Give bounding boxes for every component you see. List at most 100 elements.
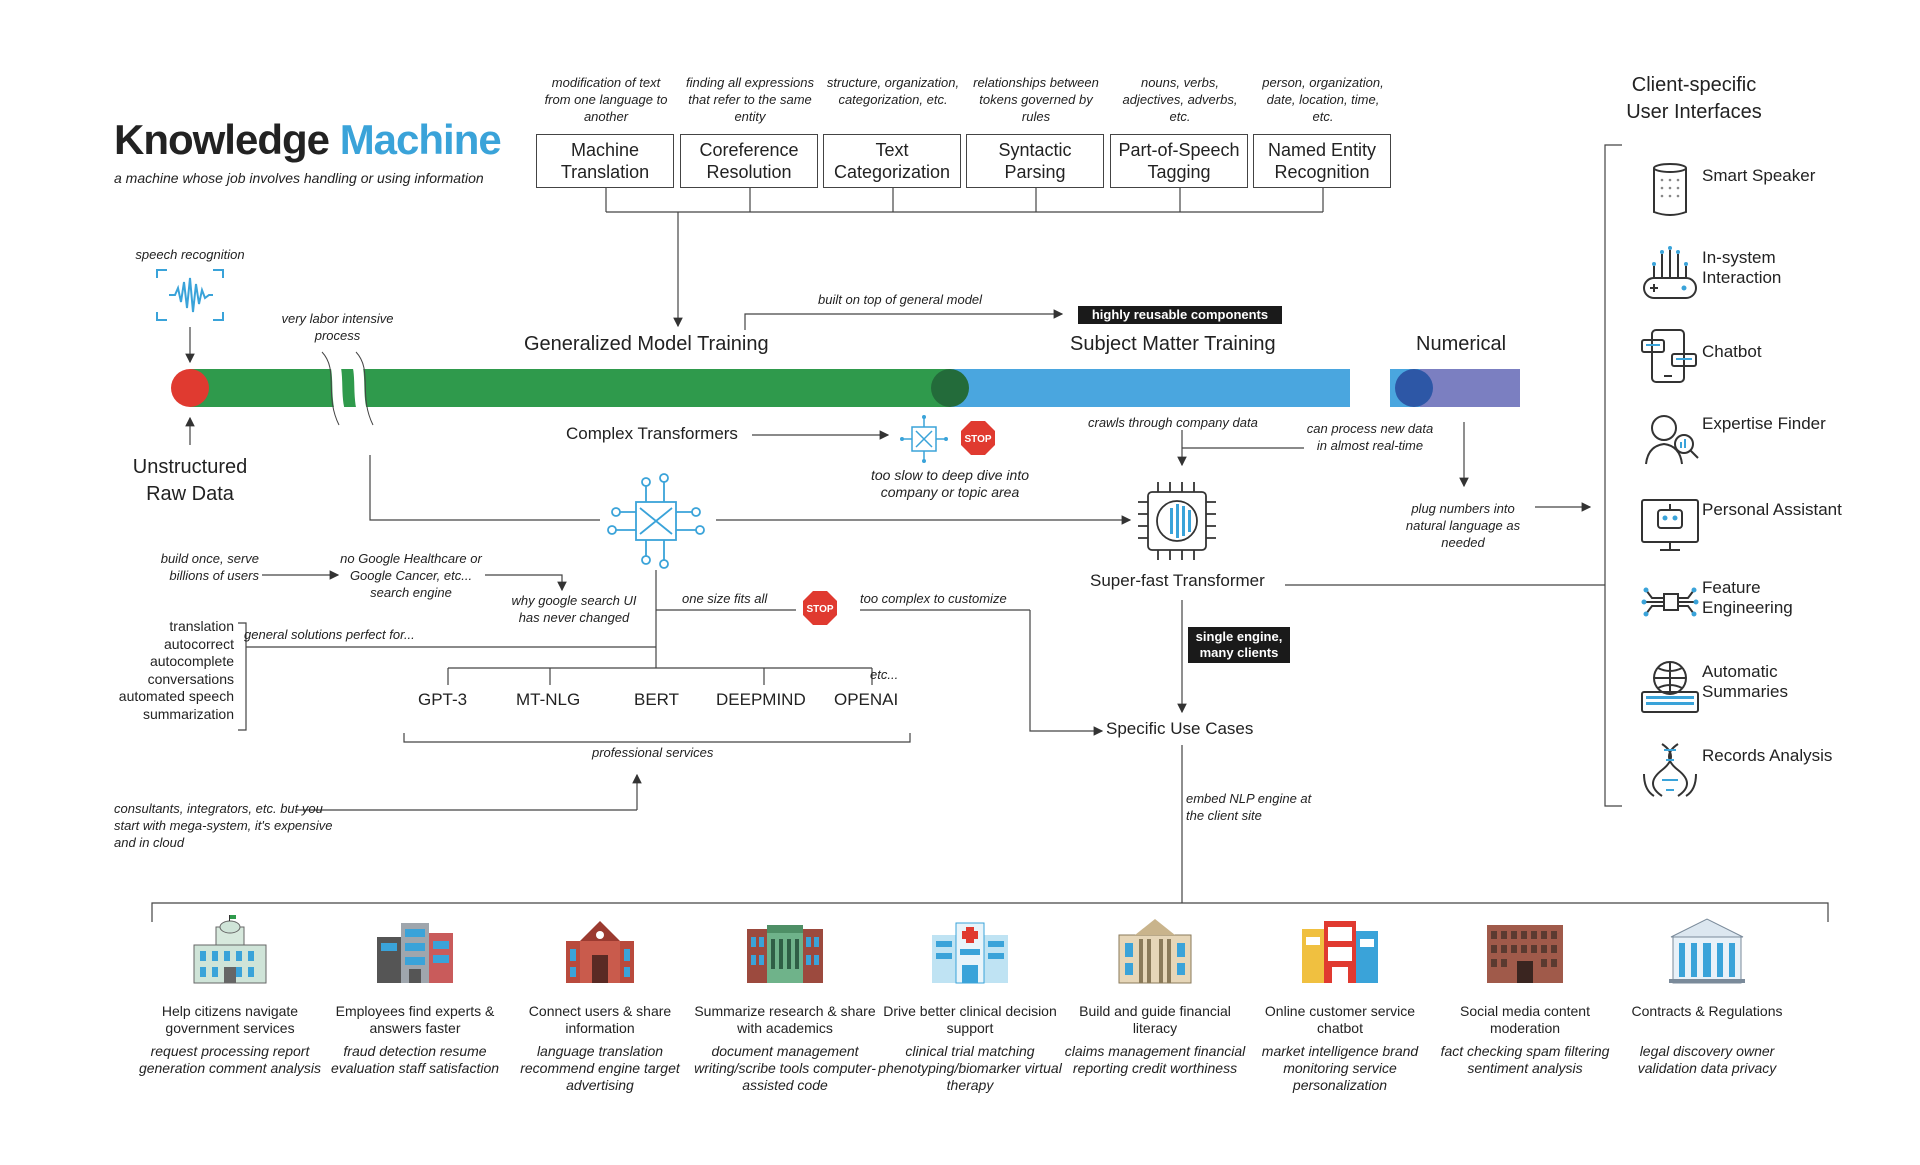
robot-icon: [1641, 499, 1699, 551]
subject-training-label: Subject Matter Training: [1070, 333, 1276, 355]
ui-item-summaries: Automatic Summaries: [1640, 652, 1900, 722]
page-subtitle: a machine whose job involves handling or…: [114, 170, 484, 186]
reusable-tag: highly reusable components: [1078, 306, 1282, 324]
one-size-label: one size fits all: [682, 591, 768, 606]
stop-text: STOP: [806, 604, 833, 615]
professional-label: professional services: [592, 745, 714, 760]
task-box-pos-tagging: Part-of-Speech Tagging: [1110, 134, 1248, 188]
ui-item-label: Automatic Summaries: [1702, 662, 1788, 701]
task-label: Machine Translation: [560, 140, 650, 182]
ui-item-records: Records Analysis: [1640, 736, 1900, 806]
use-item: automated speech: [118, 688, 234, 704]
realtime-label: can process new data in almost real-time: [1306, 421, 1434, 453]
stop-sign-icon: STOP: [803, 591, 837, 625]
model-gpt3: GPT-3: [418, 690, 468, 709]
use-case-items: request processing report generation com…: [138, 1043, 322, 1076]
build-once-label: build once, serve billions of users: [160, 551, 259, 583]
etc-label: etc...: [870, 667, 899, 682]
labor-label: very labor intensive process: [281, 311, 394, 343]
gamepad-icon: [1643, 246, 1697, 299]
office-building-icon: [377, 923, 453, 983]
task-label: Text Categorization: [833, 140, 951, 182]
ui-item-assistant: Personal Assistant: [1640, 490, 1900, 560]
use-case-items: clinical trial matching phenotyping/biom…: [878, 1043, 1062, 1093]
dna-icon: [1643, 743, 1697, 797]
use-item: conversations: [147, 670, 234, 687]
use-item: autocorrect: [163, 635, 234, 652]
hospital-building-icon: [932, 922, 1008, 984]
use-case-items: fraud detection resume evaluation staff …: [330, 1043, 500, 1076]
ui-item-smart-speaker: Smart Speaker: [1640, 156, 1900, 226]
expertise-icon: [1645, 415, 1699, 465]
task-desc-3: relationships between tokens governed by…: [973, 75, 1099, 124]
plug-label: plug numbers into natural language as ne…: [1405, 501, 1521, 550]
too-complex-label: too complex to customize: [860, 591, 1007, 606]
use-case-items: fact checking spam filtering sentiment a…: [1440, 1043, 1610, 1076]
use-case-items: language translation recommend engine ta…: [520, 1043, 680, 1093]
use-item: summarization: [142, 705, 234, 722]
use-case-title: Build and guide financial literacy: [1079, 1003, 1231, 1036]
use-case-title: Summarize research & share with academic…: [694, 1003, 876, 1036]
task-label: Part-of-Speech Tagging: [1118, 140, 1240, 182]
use-case-title: Help citizens navigate government servic…: [161, 1003, 299, 1036]
task-box-text-categorization: Text Categorization: [823, 134, 961, 188]
client-ui-title: Client-specific User Interfaces: [1626, 74, 1762, 123]
model-deepmind: DEEPMIND: [716, 690, 806, 709]
ui-item-expertise: Expertise Finder: [1640, 404, 1900, 474]
waveform-icon: [156, 269, 224, 321]
ui-item-feature: Feature Engineering: [1640, 568, 1900, 638]
too-slow-label: too slow to deep dive into company or to…: [871, 467, 1029, 500]
ui-item-label: Feature Engineering: [1702, 578, 1793, 617]
ui-item-label: Personal Assistant: [1702, 500, 1842, 519]
ui-item-label: Chatbot: [1702, 342, 1762, 361]
ui-item-chatbot: Chatbot: [1640, 322, 1900, 392]
central-chip-icon: [607, 473, 705, 569]
use-case-title: Social media content moderation: [1460, 1003, 1590, 1036]
ui-item-label: Smart Speaker: [1702, 166, 1816, 185]
use-case-items: document management writing/scribe tools…: [694, 1043, 876, 1093]
complex-label: Complex Transformers: [566, 424, 738, 443]
smart-speaker-icon: [1653, 163, 1687, 216]
no-google-label: no Google Healthcare or Google Cancer, e…: [340, 551, 482, 600]
model-mtnlg: MT-NLG: [516, 690, 581, 709]
title-part2: Machine: [339, 116, 502, 163]
task-label: Syntactic Parsing: [998, 140, 1072, 182]
use-case-title: Drive better clinical decision support: [883, 1003, 1057, 1036]
crawls-label: crawls through company data: [1088, 415, 1258, 430]
task-label: Coreference Resolution: [699, 140, 799, 182]
single-engine-tag: single engine, many clients: [1188, 627, 1290, 663]
specific-use-label: Specific Use Cases: [1106, 719, 1254, 738]
task-label: Named Entity Recognition: [1267, 140, 1377, 182]
raw-data-label: Unstructured Raw Data: [132, 456, 248, 505]
task-box-machine-translation: Machine Translation: [536, 134, 674, 188]
chatbot-icon: [1641, 329, 1697, 383]
page-title: Knowledge Machine: [114, 116, 502, 164]
ui-item-label: Records Analysis: [1702, 746, 1833, 765]
general-training-label: Generalized Model Training: [524, 333, 769, 355]
use-case-items: market intelligence brand monitoring ser…: [1261, 1043, 1419, 1093]
small-chip-icon: [900, 415, 948, 463]
government-building-icon: [193, 915, 267, 984]
task-desc-0: modification of text from one language t…: [544, 75, 668, 124]
task-desc-2: structure, organization, categorization,…: [826, 75, 960, 107]
network-icon: [1641, 587, 1699, 617]
task-box-coreference: Coreference Resolution: [680, 134, 818, 188]
ui-item-label: Expertise Finder: [1702, 414, 1826, 433]
task-box-syntactic-parsing: Syntactic Parsing: [966, 134, 1104, 188]
bank-building-icon: [1118, 919, 1192, 984]
use-case-title: Contracts & Regulations: [1631, 1003, 1783, 1019]
speech-label: speech recognition: [135, 247, 245, 262]
title-part1: Knowledge: [114, 116, 330, 163]
built-on-label: built on top of general model: [818, 292, 983, 307]
courthouse-building-icon: [1669, 918, 1745, 984]
use-case-title: Online customer service chatbot: [1264, 1003, 1416, 1036]
use-case-title: Employees find experts & answers faster: [335, 1003, 495, 1036]
apartment-building-icon: [1487, 925, 1563, 983]
stop-sign-icon: STOP: [961, 421, 995, 455]
task-desc-5: person, organization, date, location, ti…: [1262, 75, 1384, 124]
model-bert: BERT: [634, 690, 680, 709]
library-building-icon: [566, 921, 634, 983]
shop-building-icon: [1302, 921, 1378, 983]
uses-list: translation autocorrect autocomplete con…: [110, 618, 234, 723]
